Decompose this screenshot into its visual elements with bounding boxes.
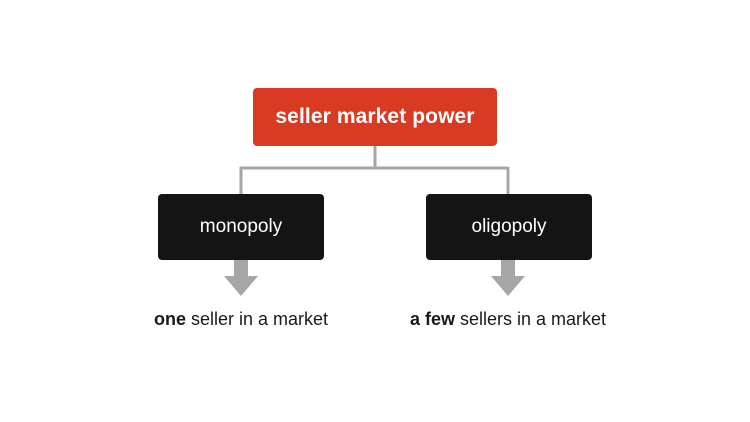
root-node-seller-market-power: seller market power — [253, 88, 497, 146]
left-down-arrow-icon — [224, 260, 258, 296]
right-down-arrow-icon — [491, 260, 525, 296]
child-node-oligopoly: oligopoly — [426, 194, 592, 260]
child-node-monopoly: monopoly — [158, 194, 324, 260]
monopoly-caption-rest: seller in a market — [185, 309, 329, 329]
monopoly-label: monopoly — [199, 216, 283, 237]
monopoly-caption: one seller in a market — [91, 309, 391, 330]
oligopoly-caption-rest: sellers in a market — [454, 309, 607, 329]
oligopoly-caption: a few sellers in a market — [358, 309, 658, 330]
oligopoly-caption-bold: a few — [409, 309, 455, 329]
oligopoly-label: oligopoly — [471, 216, 547, 237]
root-node-label: seller market power — [275, 105, 475, 128]
monopoly-caption-bold: one — [153, 309, 186, 329]
